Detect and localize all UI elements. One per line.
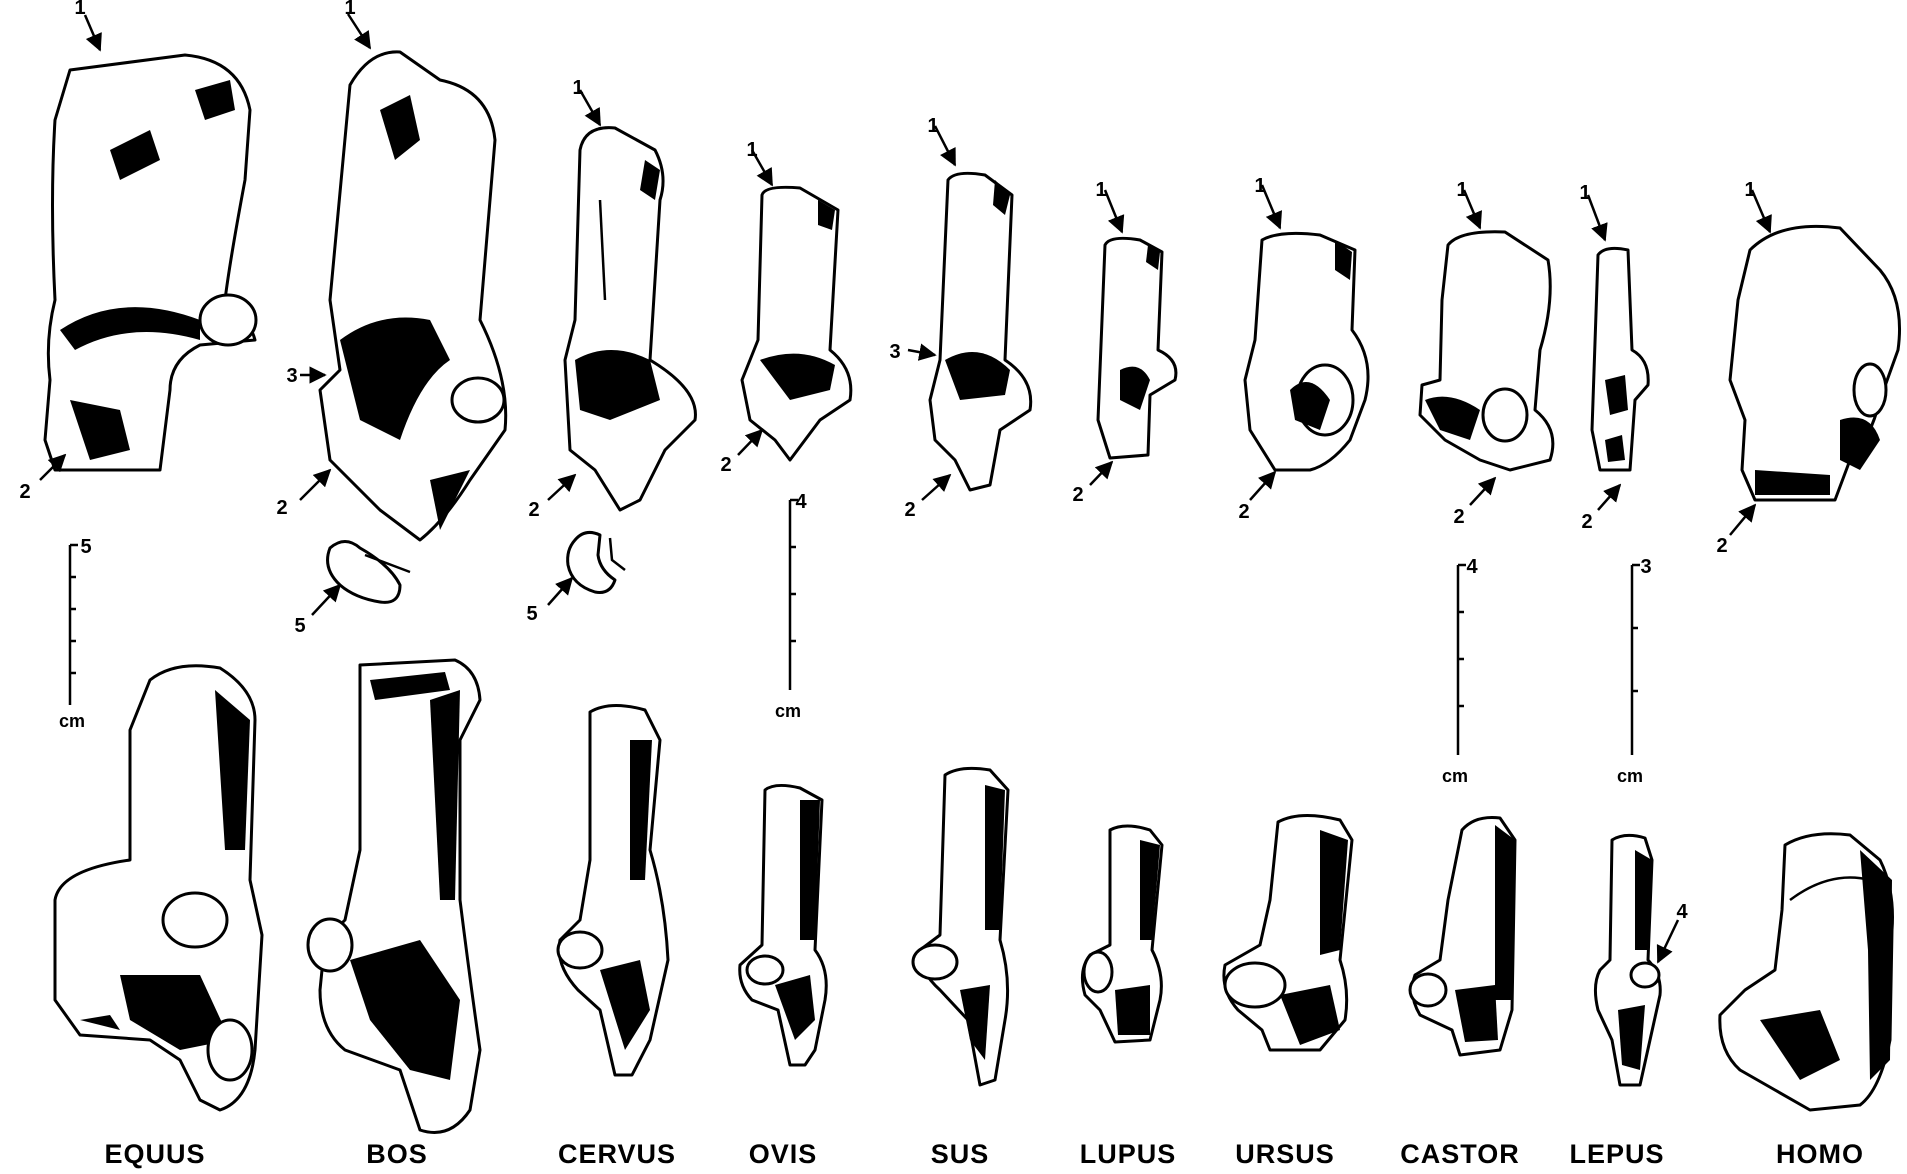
scale-bar-5cm: 5 cm <box>59 536 92 731</box>
lupus-top-astragalus-drawing <box>1098 238 1176 458</box>
genus-label-lepus: LEPUS <box>1569 1139 1664 1169</box>
ursus-top-astragalus-drawing <box>1245 233 1368 470</box>
ovis-bottom-astragalus-drawing <box>740 785 827 1065</box>
homo-bottom-astragalus-drawing <box>1720 834 1893 1110</box>
scale-bar-max-label: 4 <box>795 491 807 513</box>
genus-label-lupus: LUPUS <box>1080 1139 1177 1169</box>
lepus-top-astragalus-drawing <box>1592 248 1648 470</box>
genus-label-castor: CASTOR <box>1400 1139 1520 1169</box>
callout-2: 2 <box>528 499 539 521</box>
scale-bar-4cm-ovis: 4 cm <box>775 491 807 721</box>
genus-label-ovis: OVIS <box>749 1139 818 1169</box>
callout-1: 1 <box>344 0 355 19</box>
homo-top-astragalus-drawing <box>1730 226 1900 500</box>
sus-bottom-astragalus-drawing <box>913 768 1008 1085</box>
callout-1: 1 <box>1579 182 1590 204</box>
callout-1: 1 <box>746 139 757 161</box>
cervus-bottom-astragalus-drawing <box>558 705 668 1075</box>
callout-1: 1 <box>1456 179 1467 201</box>
callout-2: 2 <box>276 497 287 519</box>
cervus-top-astragalus-drawing <box>565 128 695 510</box>
scale-bar-max-label: 4 <box>1466 556 1478 578</box>
scale-bar-unit: cm <box>1442 766 1468 786</box>
callout-1: 1 <box>1744 179 1755 201</box>
cervus-facet-outline <box>568 532 625 592</box>
equus-top-astragalus-drawing <box>45 55 256 470</box>
callout-2: 2 <box>19 481 30 503</box>
callout-4: 4 <box>1676 901 1688 923</box>
callout-1: 1 <box>572 77 583 99</box>
callout-2: 2 <box>1716 535 1727 557</box>
genus-label-sus: SUS <box>931 1139 990 1169</box>
ursus-bottom-astragalus-drawing <box>1224 815 1352 1050</box>
scale-bar-unit: cm <box>1617 766 1643 786</box>
scale-bar-unit: cm <box>775 701 801 721</box>
callout-3: 3 <box>286 365 297 387</box>
scale-bar-max-label: 3 <box>1640 556 1651 578</box>
callout-2: 2 <box>1238 501 1249 523</box>
genus-label-bos: BOS <box>366 1139 428 1169</box>
scale-bar-unit: cm <box>59 711 85 731</box>
callout-5: 5 <box>294 615 305 637</box>
castor-bottom-astragalus-drawing <box>1410 818 1515 1056</box>
genus-label-cervus: CERVUS <box>558 1139 676 1169</box>
ovis-top-astragalus-drawing <box>742 187 851 460</box>
scale-bar-max-label: 5 <box>80 536 91 558</box>
equus-bottom-astragalus-drawing <box>55 666 262 1110</box>
genus-label-ursus: URSUS <box>1235 1139 1335 1169</box>
callout-2: 2 <box>720 454 731 476</box>
callout-2: 2 <box>1581 511 1592 533</box>
lepus-bottom-astragalus-drawing <box>1595 835 1660 1085</box>
scale-bar-4cm-castor: 4 cm <box>1442 556 1478 786</box>
callout-1: 1 <box>927 115 938 137</box>
lupus-bottom-astragalus-drawing <box>1082 826 1162 1042</box>
callout-1: 1 <box>74 0 85 19</box>
callout-1: 1 <box>1254 175 1265 197</box>
callout-1: 1 <box>1095 179 1106 201</box>
bos-top-astragalus-drawing <box>320 52 506 540</box>
bos-facet-outline <box>328 542 410 603</box>
callout-5: 5 <box>526 603 537 625</box>
callout-2: 2 <box>1453 506 1464 528</box>
genus-label-equus: EQUUS <box>104 1139 205 1169</box>
castor-top-astragalus-drawing <box>1420 232 1553 470</box>
callout-2: 2 <box>904 499 915 521</box>
sus-top-astragalus-drawing <box>930 173 1031 490</box>
scale-bar-3cm-lepus: 3 cm <box>1617 556 1652 786</box>
callout-3: 3 <box>889 341 900 363</box>
bos-bottom-astragalus-drawing <box>308 660 480 1133</box>
callout-2: 2 <box>1072 484 1083 506</box>
genus-label-homo: HOMO <box>1776 1139 1864 1169</box>
